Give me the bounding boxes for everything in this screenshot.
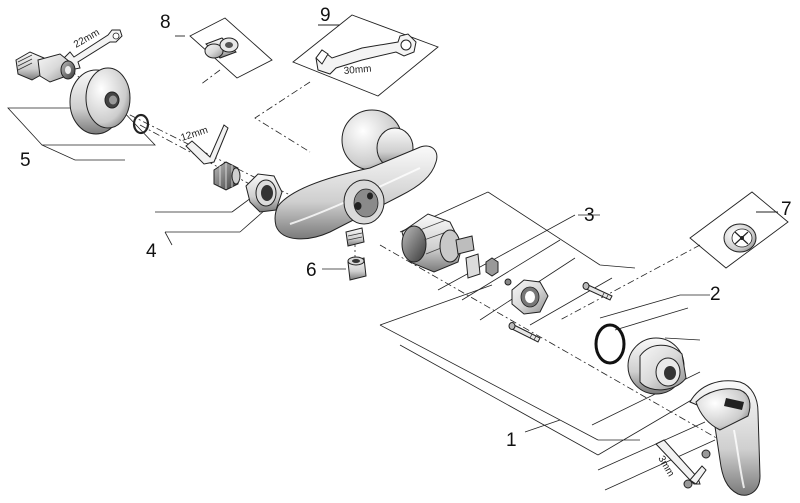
screw-long-2 — [508, 322, 541, 343]
part-4-group — [213, 161, 283, 213]
cover-sleeve — [627, 337, 687, 395]
cap-icon — [723, 223, 757, 253]
part-6-insert — [347, 256, 367, 281]
hexkey-12mm-icon — [185, 124, 229, 165]
part-2-group — [594, 323, 687, 395]
part-8-adapter-box — [175, 17, 273, 79]
leader-2-frame — [599, 294, 710, 341]
wrench-22mm-icon — [61, 29, 123, 71]
part-8-frame — [189, 17, 273, 79]
leader-4-frame — [155, 194, 266, 233]
eccentric-connector — [15, 51, 76, 83]
callout-1: 1 — [506, 430, 517, 451]
dim-30mm: 30mm — [343, 64, 372, 77]
axis-line-4 — [199, 69, 221, 86]
callout-6: 6 — [306, 260, 317, 281]
callout-9: 9 — [320, 5, 331, 26]
axis-line-5 — [379, 244, 721, 441]
callout-2: 2 — [710, 284, 721, 305]
callout-5: 5 — [20, 150, 31, 171]
part-9-wrench-box: 30mm — [292, 14, 439, 97]
screw-short — [504, 278, 512, 286]
part-3-group — [401, 213, 613, 343]
union-nut — [245, 173, 283, 213]
part-9-frame — [292, 14, 439, 97]
part-7-frame — [689, 191, 789, 269]
part-5-group: 22mm — [15, 27, 150, 135]
callout-3: 3 — [584, 205, 595, 226]
callout-numbers: 1 2 3 4 5 6 7 8 9 — [20, 5, 792, 451]
part-8-adapter — [204, 37, 239, 59]
check-valve — [213, 161, 241, 191]
retaining-ring — [511, 279, 549, 315]
axis-line-3 — [254, 81, 311, 153]
leader-1 — [524, 419, 561, 433]
screw-long-1 — [582, 282, 613, 301]
leader-5 — [41, 144, 125, 161]
grub-screw-2 — [683, 479, 693, 489]
mixer-body — [274, 109, 438, 247]
leader-1-frame — [379, 284, 716, 491]
part-7-cap-box — [689, 191, 789, 269]
callout-4: 4 — [146, 241, 157, 262]
small-nut — [485, 257, 499, 277]
o-ring — [594, 323, 626, 365]
grub-screw-1 — [701, 449, 711, 459]
leader-3-frame — [399, 191, 636, 326]
axis-line-6 — [559, 244, 701, 321]
flange-rosette — [69, 67, 131, 135]
callout-8: 8 — [160, 12, 171, 33]
cartridge — [401, 213, 481, 279]
leader-4 — [164, 231, 173, 246]
part-1-group: 3mm — [655, 380, 761, 496]
lever-handle — [689, 380, 761, 496]
wrench-30mm-icon — [315, 33, 417, 75]
washer — [132, 113, 150, 135]
callout-7: 7 — [781, 199, 792, 220]
hexkey-3mm-icon — [655, 439, 707, 485]
dim-12mm: 12mm — [180, 125, 210, 144]
